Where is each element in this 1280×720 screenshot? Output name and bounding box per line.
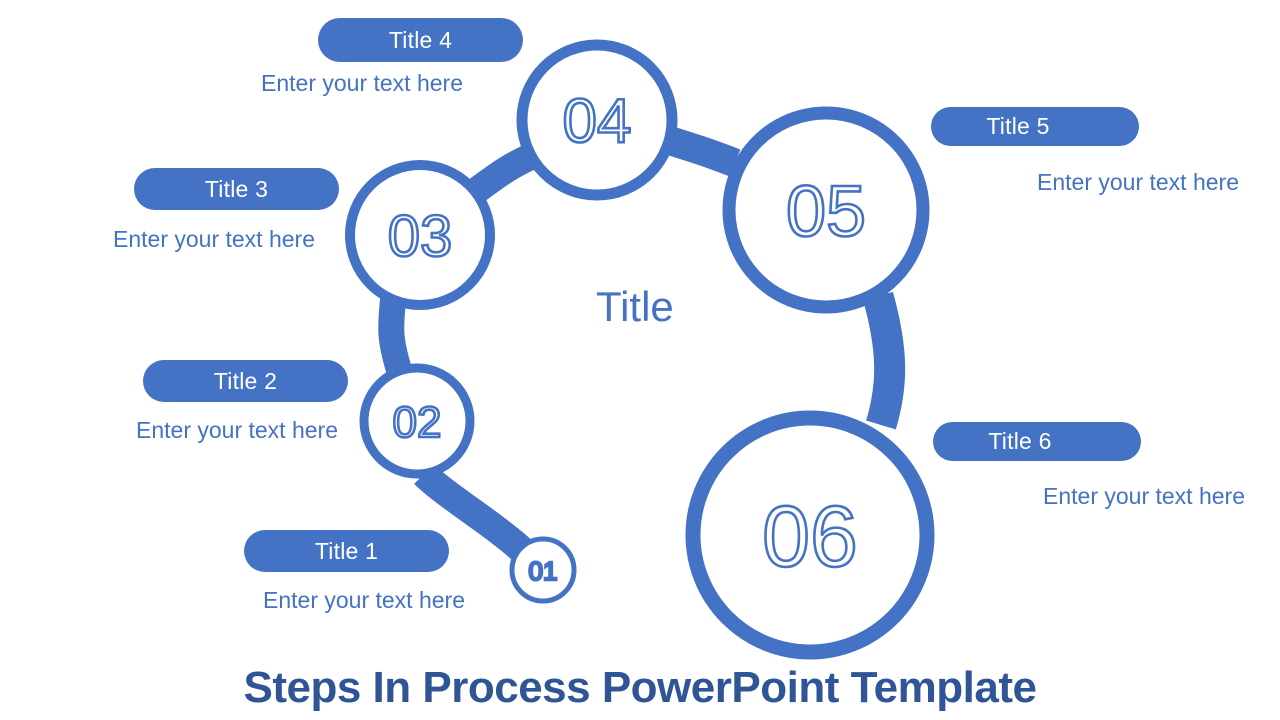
caption-title-4: Enter your text here: [261, 70, 463, 96]
step-number-03: 03: [388, 204, 453, 269]
caption-title-5: Enter your text here: [1037, 169, 1239, 195]
pill-title-1[interactable]: Title 1: [244, 530, 449, 572]
step-number-05: 05: [786, 172, 866, 252]
connectors: [378, 126, 906, 562]
connector-05-06: [863, 291, 906, 430]
step-circle-04[interactable]: [516, 39, 678, 201]
step-number-01: 01: [529, 556, 558, 586]
page-title: Steps In Process PowerPoint Template: [243, 662, 1037, 712]
connector-04-05: [663, 126, 741, 177]
step-number-02: 02: [393, 398, 442, 447]
step-circles: [345, 39, 935, 660]
pill-title-3[interactable]: Title 3: [134, 168, 339, 210]
pill-title-4[interactable]: Title 4: [318, 18, 523, 62]
step-circle-03[interactable]: [345, 160, 495, 310]
center-title: Title: [596, 283, 674, 330]
connector-01-02: [414, 463, 533, 562]
step-circle-02[interactable]: [359, 363, 475, 479]
step-circle-05[interactable]: [722, 106, 930, 314]
step-number-06: 06: [762, 489, 858, 585]
caption-title-1: Enter your text here: [263, 587, 465, 613]
step-number-04: 04: [563, 87, 632, 156]
pill-title-5[interactable]: Title 5: [931, 107, 1139, 146]
step-numbers: 01 02 03 04 05 06: [386, 86, 867, 588]
step-circle-01[interactable]: [509, 536, 577, 604]
pill-title-6[interactable]: Title 6: [933, 422, 1141, 461]
caption-title-2: Enter your text here: [136, 417, 338, 443]
pill-title-2[interactable]: Title 2: [143, 360, 348, 402]
connector-02-03: [378, 298, 412, 374]
caption-title-6: Enter your text here: [1043, 483, 1245, 509]
step-circle-06[interactable]: [685, 410, 935, 660]
caption-title-3: Enter your text here: [113, 226, 315, 252]
